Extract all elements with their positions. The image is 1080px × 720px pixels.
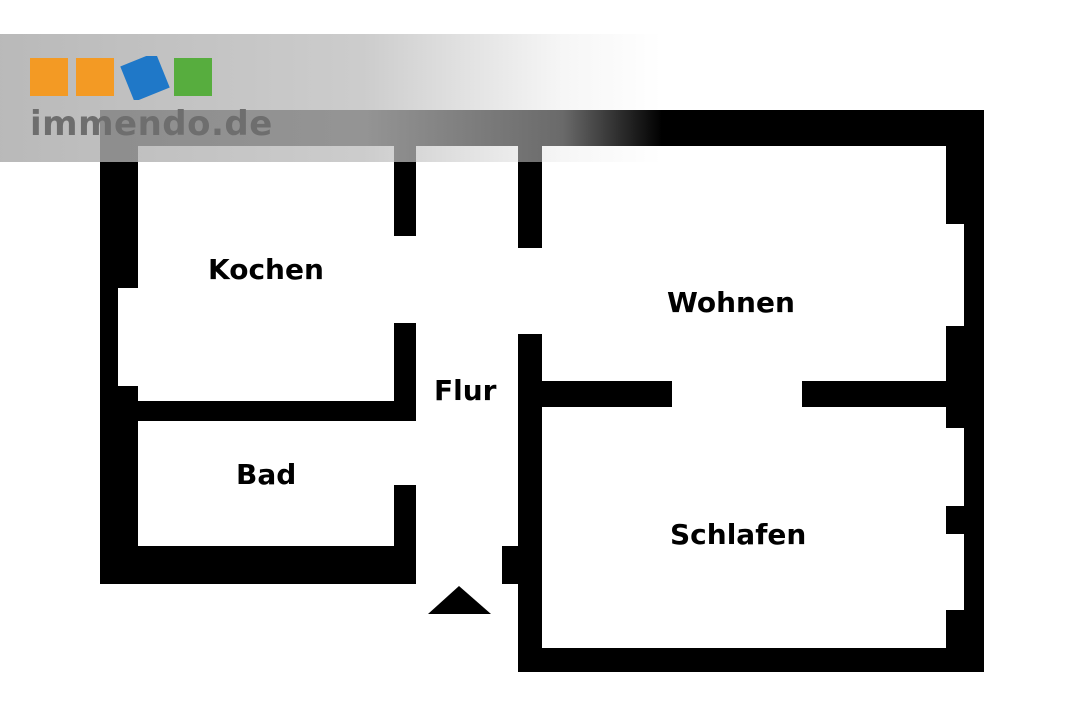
logo-square-orange-2 (76, 58, 114, 96)
wall-right-5 (946, 506, 984, 534)
wall-kitchen-right-top (394, 146, 416, 236)
wall-living-bedroom-left (542, 381, 672, 407)
wall-right-7 (946, 610, 984, 672)
wall-right-4 (964, 428, 984, 506)
wall-right-6 (964, 534, 984, 610)
watermark-banner (0, 34, 662, 162)
wall-right-3 (946, 326, 984, 428)
watermark-logo-text: immendo.de (30, 104, 273, 144)
wall-bedroom-bottom (518, 648, 984, 672)
wall-kitchen-bath (138, 401, 394, 421)
logo-squares (30, 56, 212, 100)
wall-bath-right (394, 485, 416, 584)
room-label-living: Wohnen (667, 286, 795, 319)
wall-door-stop (502, 546, 518, 584)
wall-kitchen-right-bottom (394, 323, 416, 421)
walls (100, 110, 984, 672)
room-label-kitchen: Kochen (208, 253, 324, 286)
wall-left-window (100, 288, 118, 386)
logo-square-orange-1 (30, 58, 68, 96)
room-label-bedroom: Schlafen (670, 518, 807, 551)
wall-bedroom-left (518, 334, 542, 672)
logo-square-blue (120, 56, 170, 100)
room-label-hall: Flur (434, 374, 497, 407)
wall-right-2 (964, 224, 984, 326)
wall-right-1 (946, 110, 984, 224)
logo-square-green (174, 58, 212, 96)
wall-living-left-stub (518, 146, 542, 248)
entrance-arrow-icon (428, 586, 491, 614)
room-label-bath: Bad (236, 458, 297, 491)
wall-living-bedroom-right (802, 381, 962, 407)
wall-bath-bottom (100, 546, 416, 584)
